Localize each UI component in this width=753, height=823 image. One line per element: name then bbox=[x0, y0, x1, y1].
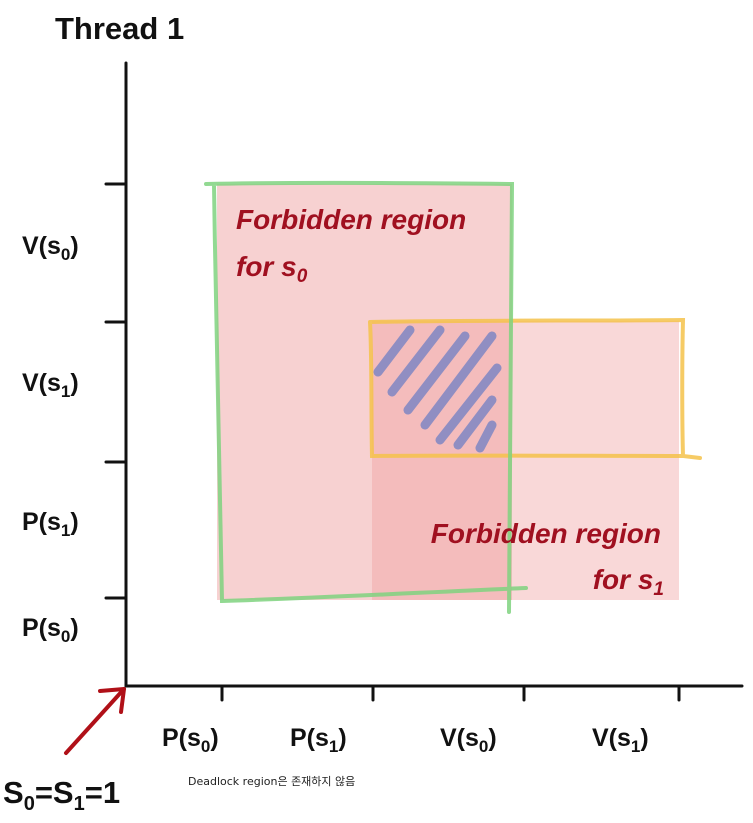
forbidden-region-s0-border bbox=[204, 180, 528, 614]
region-label-s1-line1: Forbidden region bbox=[431, 518, 661, 549]
y-label-p-s0: P(s0) bbox=[22, 614, 79, 646]
x-label-v-s0: V(s0) bbox=[440, 724, 497, 756]
region-label-s0-line2: for s0 bbox=[236, 251, 308, 287]
title-thread-1: Thread 1 bbox=[55, 11, 184, 46]
forbidden-region-s1-border bbox=[368, 317, 702, 460]
overlap-hatching bbox=[373, 325, 502, 453]
forbidden-region-s0 bbox=[217, 184, 512, 600]
x-label-p-s1: P(s1) bbox=[290, 724, 347, 756]
origin-arrow bbox=[64, 687, 126, 755]
x-label-p-s0: P(s0) bbox=[162, 724, 219, 756]
region-label-s0-line1: Forbidden region bbox=[236, 204, 466, 235]
y-label-v-s0: V(s0) bbox=[22, 232, 79, 264]
deadlock-note: Deadlock region은 존재하지 않음 bbox=[188, 774, 355, 788]
region-label-s1-line2: for s1 bbox=[593, 564, 664, 600]
y-label-p-s1: P(s1) bbox=[22, 508, 79, 540]
forbidden-region-s1 bbox=[372, 321, 679, 600]
axes bbox=[104, 61, 744, 702]
y-label-v-s1: V(s1) bbox=[22, 369, 79, 401]
x-label-v-s1: V(s1) bbox=[592, 724, 649, 756]
initial-state-label: S0=S1=1 bbox=[3, 775, 120, 815]
